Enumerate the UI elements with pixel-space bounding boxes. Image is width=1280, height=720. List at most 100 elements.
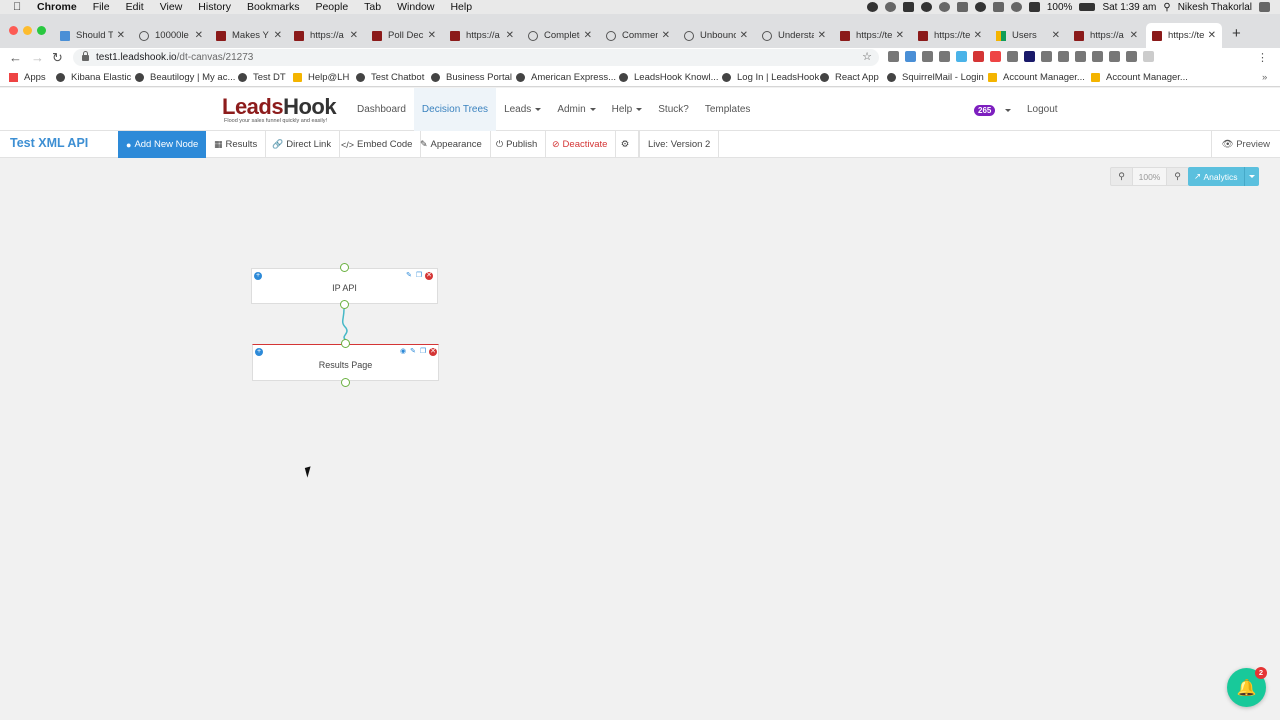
close-tab-icon[interactable]: ✕ <box>739 30 748 41</box>
clock-text[interactable]: Sat 1:39 am <box>1102 1 1157 13</box>
browser-tab[interactable]: Should T✕ <box>60 23 125 48</box>
browser-tab[interactable]: Understa✕ <box>762 23 826 48</box>
back-arrow-icon[interactable]: ← <box>9 50 22 65</box>
output-connector-dot[interactable] <box>340 300 349 309</box>
tree-node[interactable]: + ✎ ❐ ✕ IP API <box>251 268 438 304</box>
apple-icon[interactable]:  <box>13 1 27 13</box>
embed-code-button[interactable]: </>Embed Code <box>333 131 422 158</box>
logout-link[interactable]: Logout <box>1027 104 1058 115</box>
extension-icon[interactable] <box>1109 51 1120 62</box>
forward-arrow-icon[interactable]: → <box>31 50 44 65</box>
user-name[interactable]: Nikesh Thakorlal <box>1177 1 1252 13</box>
bookmark-item[interactable]: Account Manager... <box>988 72 1085 83</box>
close-tab-icon[interactable]: ✕ <box>583 30 592 41</box>
bookmark-item[interactable]: American Express... <box>516 72 616 83</box>
push-extension-icon[interactable] <box>1024 51 1035 62</box>
browser-tab[interactable]: 10000le✕ <box>139 23 203 48</box>
output-connector-dot[interactable] <box>341 378 350 387</box>
extension-icon[interactable] <box>1041 51 1052 62</box>
zoom-in-icon[interactable]: ⚲ <box>1174 171 1181 181</box>
close-tab-icon[interactable]: ✕ <box>895 30 904 41</box>
menu-people[interactable]: People <box>315 1 349 13</box>
nav-admin[interactable]: Admin <box>549 88 603 131</box>
bookmark-item[interactable]: Help@LH <box>293 72 349 83</box>
browser-tab[interactable]: Makes Y✕ <box>216 23 282 48</box>
settings-button[interactable]: ⚙ <box>612 131 639 158</box>
chevron-down-icon[interactable] <box>1005 109 1011 112</box>
bookmark-apps[interactable]: Apps <box>9 72 46 83</box>
deactivate-button[interactable]: ⊘Deactivate <box>544 131 617 158</box>
close-tab-icon[interactable]: ✕ <box>116 30 125 41</box>
publish-button[interactable]: ⏻Publish <box>488 131 547 158</box>
profile-avatar[interactable] <box>1143 51 1154 62</box>
spotlight-icon[interactable]: ⚲ <box>1163 1 1171 13</box>
battery-icon[interactable] <box>1079 3 1096 11</box>
bookmark-item[interactable]: Test DT <box>238 72 286 83</box>
screen-icon[interactable] <box>902 2 914 12</box>
bookmark-item[interactable]: Log In | LeadsHook <box>722 72 819 83</box>
leadshook-logo[interactable]: LeadsHook Flood your sales funnel quickl… <box>222 94 337 125</box>
vpn-icon[interactable] <box>884 2 896 12</box>
bookmark-star-icon[interactable]: ☆ <box>862 51 872 63</box>
bookmark-item[interactable]: SquirrelMail - Login <box>887 72 984 83</box>
nav-templates[interactable]: Templates <box>704 104 751 115</box>
nav-dashboard[interactable]: Dashboard <box>357 104 406 115</box>
menu-history[interactable]: History <box>198 1 231 13</box>
close-tab-icon[interactable]: ✕ <box>1129 30 1138 41</box>
browser-tab[interactable]: Poll Deci✕ <box>372 23 436 48</box>
zoom-out-icon[interactable]: ⚲ <box>1118 171 1125 181</box>
menu-view[interactable]: View <box>159 1 183 13</box>
close-tab-icon[interactable]: ✕ <box>427 30 436 41</box>
extension-icon[interactable] <box>956 51 967 62</box>
fullscreen-window-button[interactable] <box>37 26 46 35</box>
bookmark-item[interactable]: Test Chatbot <box>356 72 424 83</box>
nav-decision-trees[interactable]: Decision Trees <box>413 88 497 131</box>
close-tab-icon[interactable]: ✕ <box>1207 30 1216 41</box>
browser-tab[interactable]: Comment✕ <box>606 23 670 48</box>
input-connector-dot[interactable] <box>340 263 349 272</box>
browser-tab[interactable]: Unbounc✕ <box>684 23 748 48</box>
menu-help[interactable]: Help <box>450 1 473 13</box>
edit-icon[interactable]: ✎ <box>406 272 412 279</box>
chrome-menu-icon[interactable]: ⋮ <box>1257 52 1268 64</box>
direct-link-button[interactable]: 🔗Direct Link <box>264 131 341 158</box>
close-tab-icon[interactable]: ✕ <box>817 30 826 41</box>
add-node-icon[interactable]: + <box>254 272 262 280</box>
dropbox-icon[interactable] <box>866 2 878 12</box>
menu-tab[interactable]: Tab <box>364 1 382 13</box>
browser-tab[interactable]: https://te✕ <box>918 23 982 48</box>
eye-icon[interactable]: ◉ <box>399 348 407 355</box>
copy-icon[interactable]: ❐ <box>415 272 423 279</box>
menu-app-name[interactable]: Chrome <box>37 1 77 13</box>
extension-icon[interactable] <box>939 51 950 62</box>
extension-icon[interactable] <box>1075 51 1086 62</box>
bookmark-item[interactable]: Business Portal <box>431 72 512 83</box>
close-tab-icon[interactable]: ✕ <box>505 30 514 41</box>
menu-window[interactable]: Window <box>397 1 435 13</box>
bookmark-item[interactable]: LeadsHook Knowl... <box>619 72 719 83</box>
notification-center-icon[interactable] <box>1259 2 1270 12</box>
extension-icon[interactable] <box>1007 51 1018 62</box>
browser-tab[interactable]: Complete✕ <box>528 23 592 48</box>
bookmark-item[interactable]: React App <box>820 72 879 83</box>
browser-tab[interactable]: https://a✕ <box>1074 23 1138 48</box>
analytics-dropdown[interactable] <box>1243 167 1259 186</box>
extension-icon[interactable] <box>905 51 916 62</box>
results-button[interactable]: ▦Results <box>206 131 267 158</box>
extension-icon[interactable] <box>888 51 899 62</box>
bookmark-item[interactable]: Beautilogy | My ac... <box>135 72 235 83</box>
sync-icon[interactable] <box>938 2 950 12</box>
close-tab-icon[interactable]: ✕ <box>194 30 203 41</box>
volume-icon[interactable] <box>1028 2 1040 12</box>
extension-icon[interactable] <box>1126 51 1137 62</box>
copy-icon[interactable]: ❐ <box>419 348 427 355</box>
wifi-icon[interactable] <box>1010 2 1022 12</box>
tree-node[interactable]: + ◉ ✎ ❐ ✕ Results Page <box>252 344 439 381</box>
extension-icon[interactable] <box>1092 51 1103 62</box>
url-input[interactable]: test1.leadshook.io/dt-canvas/21273 ☆ <box>73 49 879 66</box>
nav-leads[interactable]: Leads <box>496 88 549 131</box>
new-tab-button[interactable]: + <box>1232 25 1241 42</box>
browser-tab[interactable]: https://a✕ <box>450 23 514 48</box>
menu-bookmarks[interactable]: Bookmarks <box>246 1 300 13</box>
close-window-button[interactable] <box>9 26 18 35</box>
